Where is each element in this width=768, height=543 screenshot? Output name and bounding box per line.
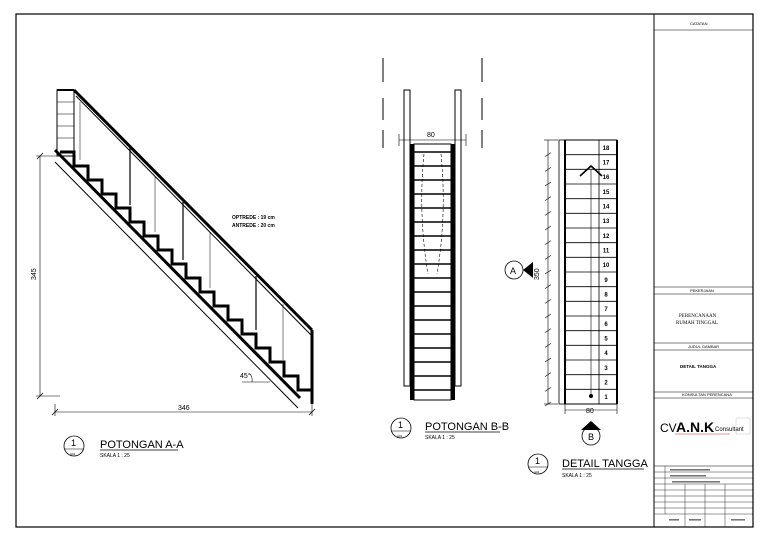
step-number: 4: [604, 351, 608, 357]
step-number: 3: [604, 366, 608, 372]
dimension-tick: [544, 196, 552, 201]
step-number: 8: [604, 293, 608, 299]
view-c-scale: SKALA 1 : 25: [562, 473, 592, 479]
step-number: 10: [603, 263, 610, 269]
section-b-b-drawing: 80: [382, 58, 483, 401]
dimension-tick: [544, 211, 552, 216]
dimension-tick: [544, 313, 552, 319]
view-a-number: 1: [71, 438, 76, 448]
height-dimension: 345: [31, 268, 38, 280]
c-width-dimension: 80: [586, 408, 594, 415]
view-label-b: 1 A01 POTONGAN B-B SKALA 1 : 25: [390, 417, 509, 441]
dimension-tick: [544, 255, 552, 260]
dimension-tick: [544, 387, 552, 392]
view-b-number: 1: [398, 420, 403, 430]
step-number: 7: [604, 307, 608, 313]
sheet-border: [15, 13, 754, 528]
company-logo: CV. A.N.K Consultant: [660, 417, 751, 435]
step-number: 12: [603, 234, 610, 240]
dimension-tick: [544, 401, 552, 407]
judul-label: JUDUL GAMBAR: [688, 344, 719, 349]
angle-label: 45°: [240, 372, 251, 380]
dimension-tick: [544, 284, 552, 289]
dimension-tick: [544, 357, 552, 363]
step-number: 5: [604, 337, 608, 343]
view-a-sheet: A01: [70, 452, 76, 456]
view-b-scale: SKALA 1 : 25: [425, 435, 455, 441]
dimension-tick: [544, 152, 552, 157]
c-height-dimension: 350: [534, 268, 541, 280]
konsultan-label: KONSULTAN PERENCANA: [682, 392, 732, 397]
step-number: 2: [604, 381, 608, 387]
step-number: 13: [603, 219, 610, 225]
dimension-tick: [544, 328, 552, 333]
dimension-tick: [544, 372, 552, 377]
step-number: 17: [603, 161, 610, 167]
dimension-tick: [544, 240, 552, 245]
dimension-tick: [544, 299, 552, 304]
step-number: 16: [603, 175, 610, 181]
step-number: 18: [603, 146, 610, 152]
svg-text:A.N.K: A.N.K: [676, 419, 714, 435]
section-marker-b: B: [581, 421, 601, 446]
width-dimension: 346: [178, 405, 190, 412]
view-c-number: 1: [535, 456, 540, 466]
view-c-sheet: A01: [534, 470, 540, 474]
view-b-title: POTONGAN B-B: [425, 421, 509, 433]
view-c-title: DETAIL TANGGA: [562, 458, 648, 470]
catatan-label: CATATAN: [690, 21, 708, 26]
view-label-c: 1 A01 DETAIL TANGGA SKALA 1 : 25: [527, 453, 648, 479]
svg-text:Consultant: Consultant: [715, 427, 744, 433]
title-block: CATATAN PEKERJAAN PERENCANAAN RUMAH TING…: [654, 21, 753, 527]
project-line-2: RUMAH TINGGAL: [676, 321, 718, 326]
view-b-sheet: A01: [397, 434, 403, 438]
stair-plan-drawing: 18 17 16 15 14 13 12 11 10 9 8 7 6 5 4 3 2 1 350 80: [534, 139, 618, 415]
dimension-tick: [544, 269, 552, 275]
section-a-a-drawing: 45° 345 346 OPTREDE : 19 cm ANTREDE : 20…: [31, 88, 316, 416]
b-width-dimension: 80: [427, 132, 435, 139]
tread-note: ANTREDE : 20 cm: [232, 223, 275, 229]
view-label-a: 1 A01 POTONGAN A-A SKALA 1 : 25: [63, 435, 184, 459]
project-line-1: PERENCANAAN: [679, 314, 717, 319]
svg-text:CV.: CV.: [660, 421, 679, 435]
marker-b-label: B: [588, 432, 594, 442]
step-number: 1: [604, 395, 608, 401]
pekerjaan-label: PEKERJAAN: [690, 288, 714, 293]
step-number: 9: [604, 278, 608, 284]
step-number: 6: [604, 322, 608, 328]
judul-value: DETAIL TANGGA: [680, 364, 717, 369]
dimension-tick: [544, 167, 552, 172]
step-number: 11: [603, 249, 610, 255]
dimension-tick: [544, 225, 552, 231]
section-marker-a: A: [504, 260, 533, 280]
marker-a-label: A: [510, 266, 516, 276]
riser-note: OPTREDE : 19 cm: [232, 215, 275, 221]
view-a-title: POTONGAN A-A: [100, 439, 184, 451]
step-number: 14: [603, 205, 610, 211]
view-a-scale: SKALA 1 : 25: [100, 453, 130, 459]
dimension-tick: [544, 343, 552, 348]
dimension-tick: [544, 181, 552, 187]
step-number: 15: [603, 190, 610, 196]
